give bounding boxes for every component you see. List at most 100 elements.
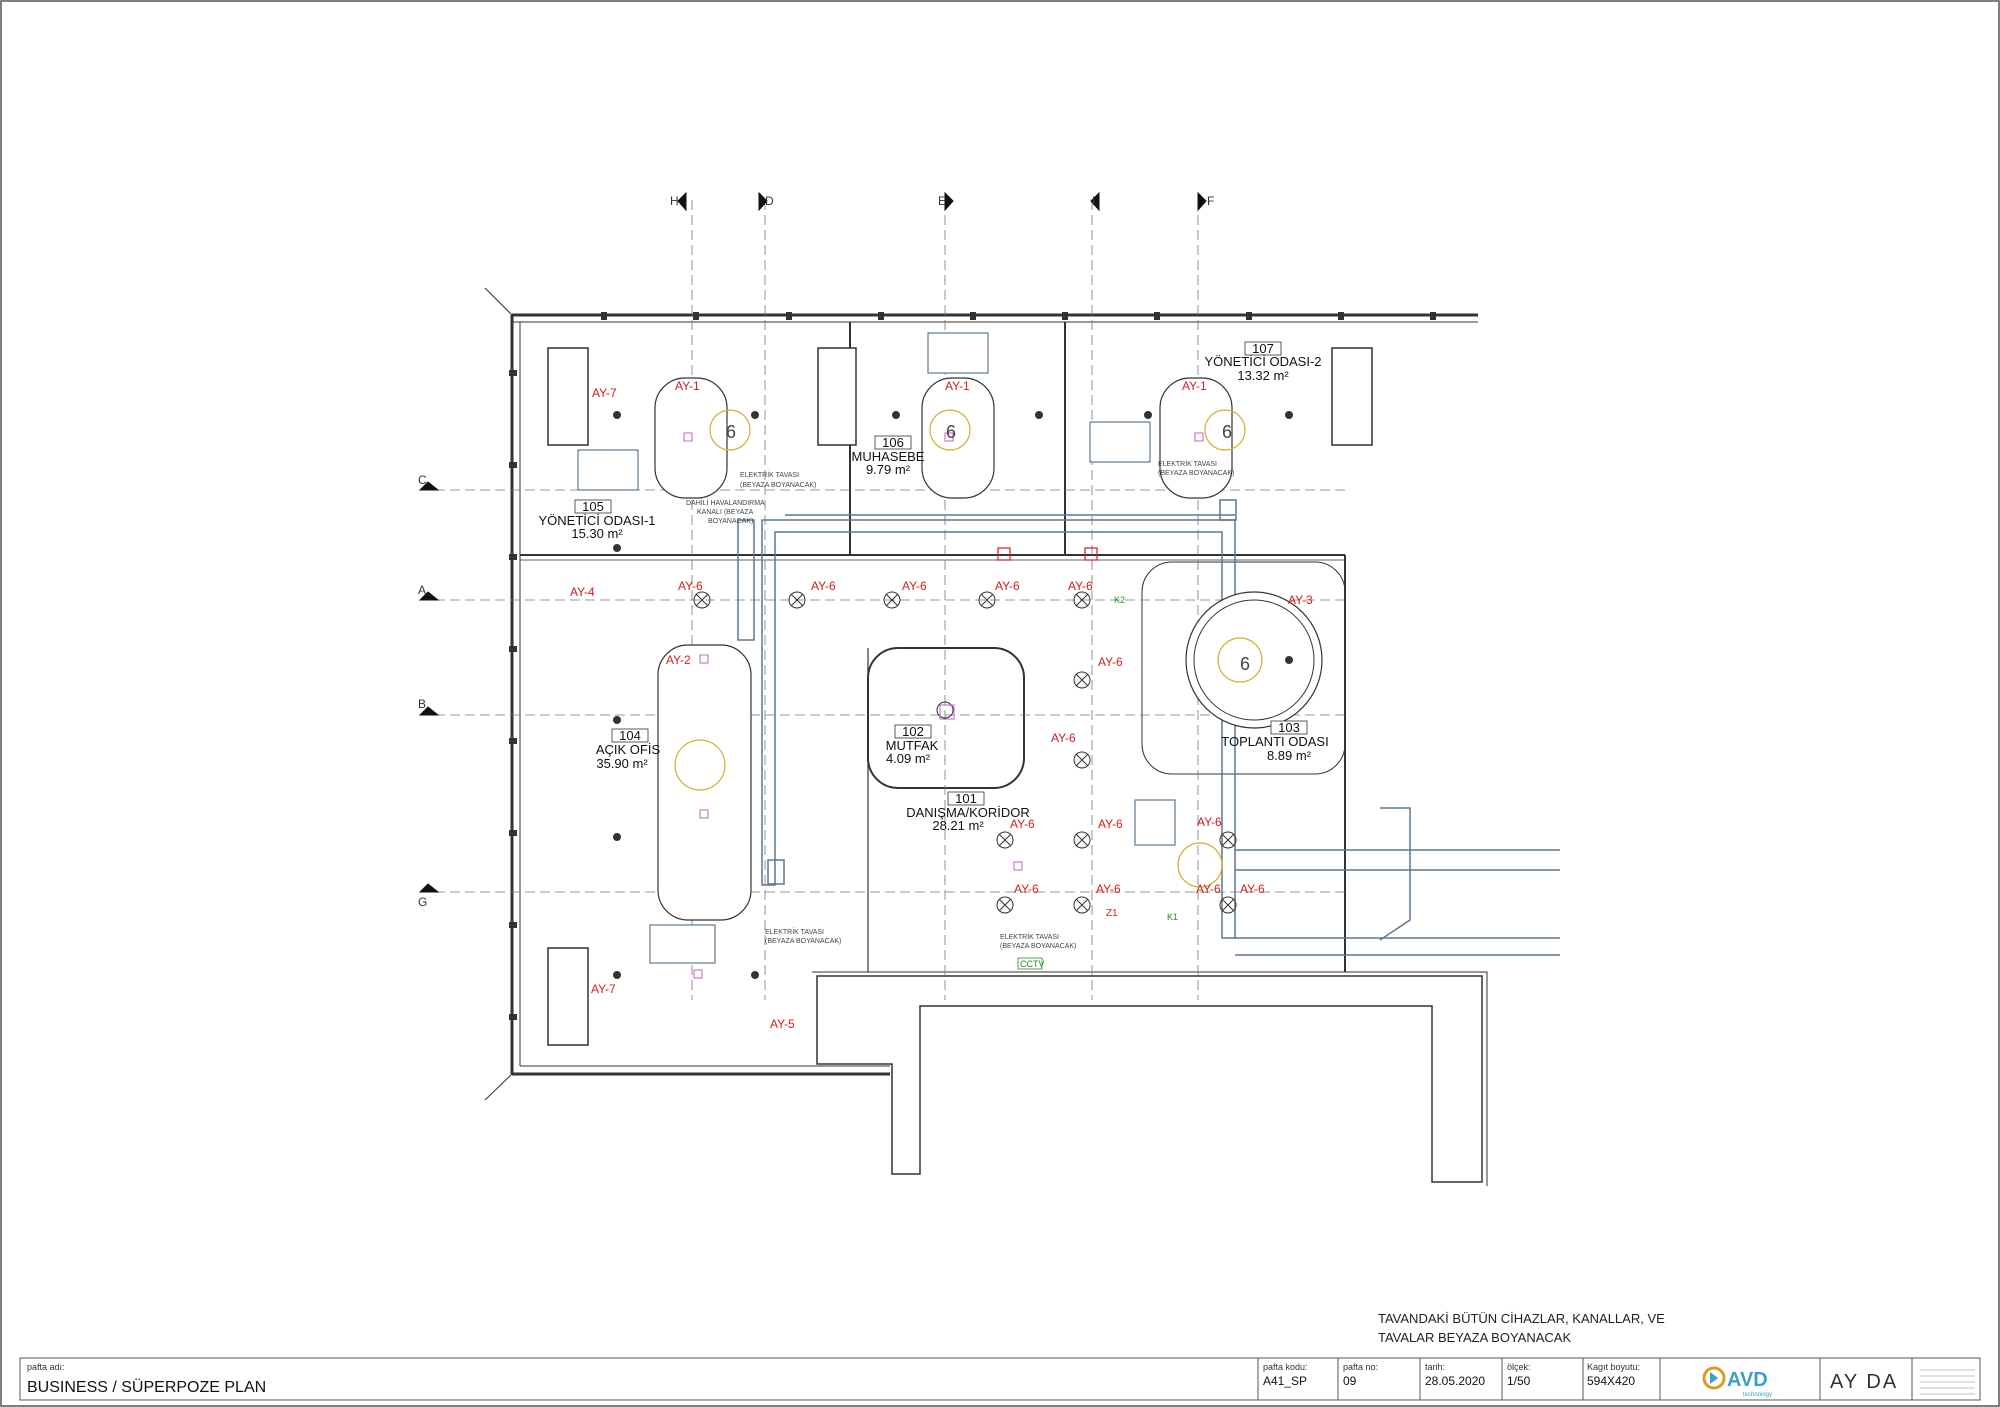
note-duct-2: KANALI (BEYAZA [697,509,754,516]
tag-ay2: AY-2 [666,653,691,667]
section-label-b: B [418,697,426,711]
room-105-name: YÖNETİCİ ODASI-1 [538,513,655,528]
tag-ay6-m: AY-6 [1196,882,1221,896]
room-105-number: 105 [582,499,604,514]
room-103-number: 103 [1278,720,1300,735]
tag-ay6-l: AY-6 [1096,882,1121,896]
room-102-area: 4.09 m² [886,751,931,766]
section-markers-left [418,481,440,893]
tag-ay6-n: AY-6 [1240,882,1265,896]
room-106-area: 9.79 m² [866,462,911,477]
avd-logo-text: AVD [1727,1369,1768,1391]
note-duct-3: BOYANACAK) [708,518,753,525]
title-block [19,1357,1981,1401]
red-markers [997,547,1098,561]
ceiling-fixtures [654,377,1323,921]
section-label-g: G [418,895,427,909]
section-label-f: F [1207,194,1214,208]
section-labels-top: H D E I F [670,194,1214,208]
room-103-area: 8.89 m² [1267,748,1312,763]
section-label-h: H [670,194,679,208]
ayda-logo-text: AY DA [1830,1371,1898,1393]
tb-kagit-label: Kagıt boyutu: [1587,1362,1640,1372]
tag-ay5: AY-5 [770,1017,795,1031]
room-103-name: TOPLANTI ODASI [1221,734,1328,749]
tb-pafta-kodu: A41_SP [1263,1374,1307,1388]
fixture-number-4: 6 [1240,654,1250,674]
room-101-number: 101 [955,791,977,806]
room-104-number: 104 [619,728,641,743]
note-duct-1: DAHİLİ HAVALANDIRMA [686,498,765,507]
room-107-number: 107 [1252,341,1274,356]
stamp-graphic [1920,1369,1975,1395]
fixture-ay1-107 [1159,377,1233,499]
fixture-number-3: 6 [1222,422,1232,442]
section-label-e: E [938,194,946,208]
tag-ay6-f: AY-6 [1098,655,1123,669]
note-tava-3b: (BEYAZA BOYANACAK) [765,938,841,945]
room-101-name: DANIŞMA/KORİDOR [906,805,1030,820]
section-label-c: C [418,473,427,487]
note-tava-1: ELEKTRİK TAVASI [740,470,799,479]
tag-ay6-i: AY-6 [1098,817,1123,831]
tb-pafta-no: 09 [1343,1374,1357,1388]
avd-logo: AVD technology [1702,1366,1772,1398]
tag-ay4: AY-4 [570,585,595,599]
note-tava-4: ELEKTRİK TAVASI [1000,932,1059,941]
ac-units [577,332,1176,964]
tag-ay6-c: AY-6 [902,579,927,593]
fixture-tags: AY-7 AY-1 AY-1 AY-1 AY-4 AY-6 AY-6 AY-6 … [570,379,1313,1031]
ductwork [737,499,1560,956]
fixture-ay2 [657,644,752,921]
general-note-line1: TAVANDAKİ BÜTÜN CİHAZLAR, KANALLAR, VE [1378,1311,1665,1326]
pink-devices [683,432,1204,979]
note-tava-3: ELEKTRİK TAVASI [765,927,824,936]
room-102-number: 102 [902,724,924,739]
note-tava-1b: (BEYAZA BOYANACAK) [740,482,816,489]
tag-ay6-b: AY-6 [811,579,836,593]
note-tava-2: ELEKTRİK TAVASI [1158,459,1217,468]
room-106-number: 106 [882,435,904,450]
green-annotations: CCTV K1 K2 [1017,595,1178,970]
fixture-numbers: 6 6 6 6 [726,422,1250,674]
tb-olcek: 1/50 [1507,1374,1531,1388]
room-labels: 105 YÖNETİCİ ODASI-1 15.30 m² 106 MUHASE… [538,341,1328,833]
wall-column-markers [509,312,1436,1020]
general-note-line2: TAVALAR BEYAZA BOYANACAK [1378,1330,1571,1345]
room-107-area: 13.32 m² [1237,368,1289,383]
tag-ay6-g: AY-6 [1051,731,1076,745]
avd-logo-subtext: technology [1743,1392,1772,1398]
detector-circles [674,409,1263,888]
small-annotations: ELEKTRİK TAVASI (BEYAZA BOYANACAK) DAHİL… [686,459,1234,950]
section-label-i: I [1092,194,1095,208]
tb-pafta-kodu-label: pafta kodu: [1263,1362,1308,1372]
fixture-ay1-106 [921,377,995,499]
room-104-area: 35.90 m² [596,756,648,771]
room-101-area: 28.21 m² [932,818,984,833]
tb-pafta-adi: BUSINESS / SÜPERPOZE PLAN [27,1378,266,1396]
mutfak-device [939,704,955,720]
room-102-name: MUTFAK [886,738,939,753]
tb-tarih-label: tarih: [1425,1362,1445,1372]
tb-pafta-adi-label: pafta adı: [27,1362,65,1372]
tag-ay7-top: AY-7 [592,386,617,400]
section-label-a: A [418,583,426,597]
title-block-text: pafta adı: BUSINESS / SÜPERPOZE PLAN paf… [27,1362,1640,1396]
z1-label: Z1 [1106,908,1118,919]
room-107-name: YÖNETİCİ ODASI-2 [1204,354,1321,369]
k2-label: K2 [1114,595,1125,605]
tag-ay3: AY-3 [1288,593,1313,607]
structure-block [812,971,1488,1186]
tag-ay6-d: AY-6 [995,579,1020,593]
k1-label: K1 [1167,912,1178,922]
tb-tarih: 28.05.2020 [1425,1374,1485,1388]
note-tava-2b: (BEYAZA BOYANACAK) [1158,470,1234,477]
room-105-area: 15.30 m² [571,526,623,541]
section-markers-top [677,191,1207,212]
note-tava-4b: (BEYAZA BOYANACAK) [1000,943,1076,950]
tag-ay6-h: AY-6 [1010,817,1035,831]
outer-walls [484,287,1478,1101]
ay6-crosses [695,593,1235,912]
room-106-name: MUHASEBE [852,449,925,464]
